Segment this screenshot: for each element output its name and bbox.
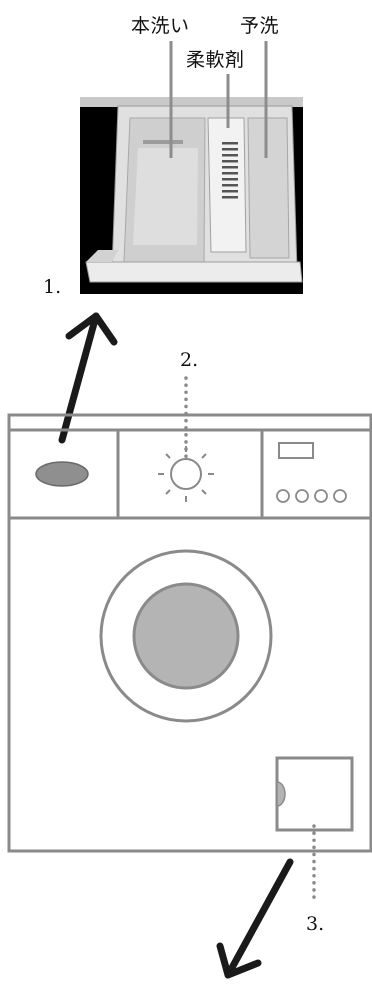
detergent-drawer-photo	[80, 41, 303, 294]
compartment-pre-wash	[248, 118, 289, 258]
round-button-icon	[277, 490, 289, 502]
drawer-handle-icon	[36, 462, 88, 486]
main-wash-floor	[133, 148, 198, 245]
arrow-from-hatch	[220, 862, 290, 975]
drawer-front-lip	[86, 262, 302, 282]
round-button-icon	[315, 490, 327, 502]
round-button-icon	[334, 490, 346, 502]
hatch-latch	[277, 782, 285, 806]
drum-window	[134, 584, 238, 688]
main-wash-bar	[143, 140, 183, 144]
round-button-icon	[296, 490, 308, 502]
arrow-to-drawer	[62, 316, 114, 440]
display-panel	[279, 443, 313, 458]
service-hatch	[277, 758, 352, 830]
round-button-icons	[277, 490, 346, 502]
